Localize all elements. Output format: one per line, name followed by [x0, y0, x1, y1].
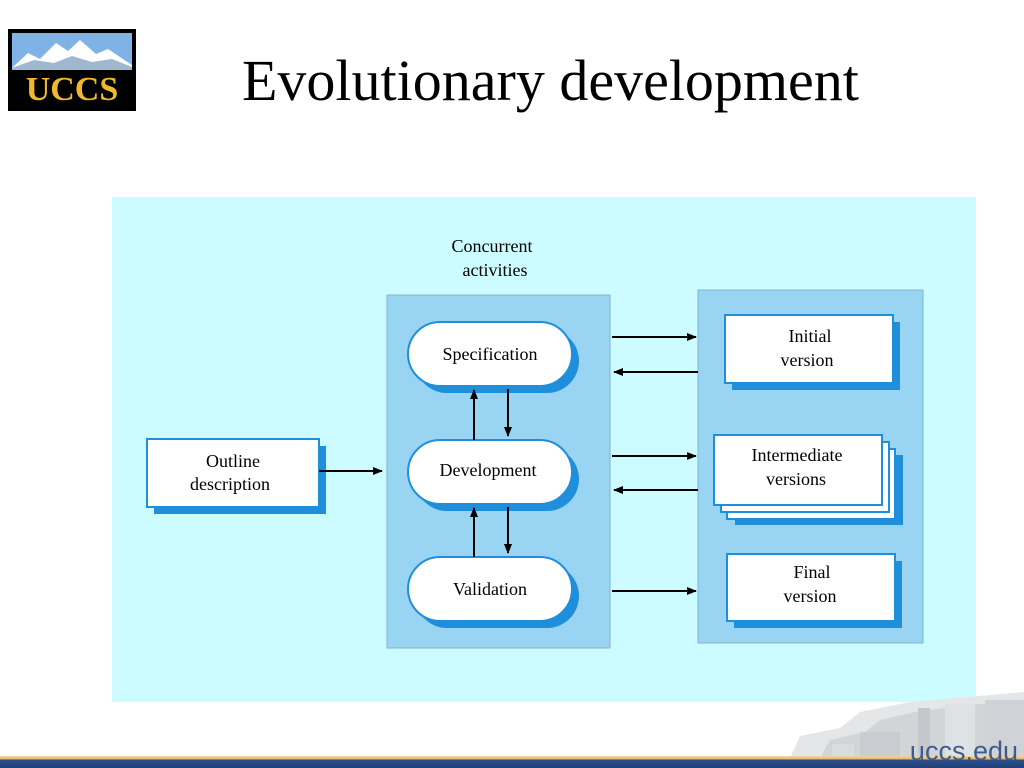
- footer-bar: [0, 756, 1024, 768]
- logo-text: UCCS: [26, 71, 119, 108]
- development-activity: Development: [407, 439, 579, 511]
- initial-version-line-2: version: [781, 350, 834, 370]
- final-version-box: Final version: [726, 553, 902, 628]
- final-version-line-2: version: [784, 586, 837, 606]
- group-label-line-2: activities: [463, 260, 528, 280]
- footer-url: uccs.edu: [909, 736, 1018, 766]
- campus-building-graphic: [790, 692, 1024, 758]
- outline-description-box: Outline description: [146, 438, 326, 514]
- uccs-logo: UCCS: [8, 29, 136, 111]
- intermediate-versions-box: Intermediate versions: [713, 434, 903, 525]
- intermediate-versions-line-1: Intermediate: [752, 445, 843, 465]
- outline-label-line-2: description: [190, 474, 270, 494]
- specification-label: Specification: [443, 344, 538, 364]
- validation-activity: Validation: [407, 556, 579, 628]
- validation-label: Validation: [453, 579, 527, 599]
- intermediate-versions-line-2: versions: [766, 469, 826, 489]
- initial-version-box: Initial version: [724, 314, 900, 390]
- outline-label-line-1: Outline: [206, 451, 260, 471]
- development-label: Development: [440, 460, 537, 480]
- final-version-line-1: Final: [793, 562, 830, 582]
- page-title: Evolutionary development: [242, 48, 859, 113]
- group-label-line-1: Concurrent: [452, 236, 533, 256]
- initial-version-line-1: Initial: [789, 326, 832, 346]
- specification-activity: Specification: [407, 321, 579, 393]
